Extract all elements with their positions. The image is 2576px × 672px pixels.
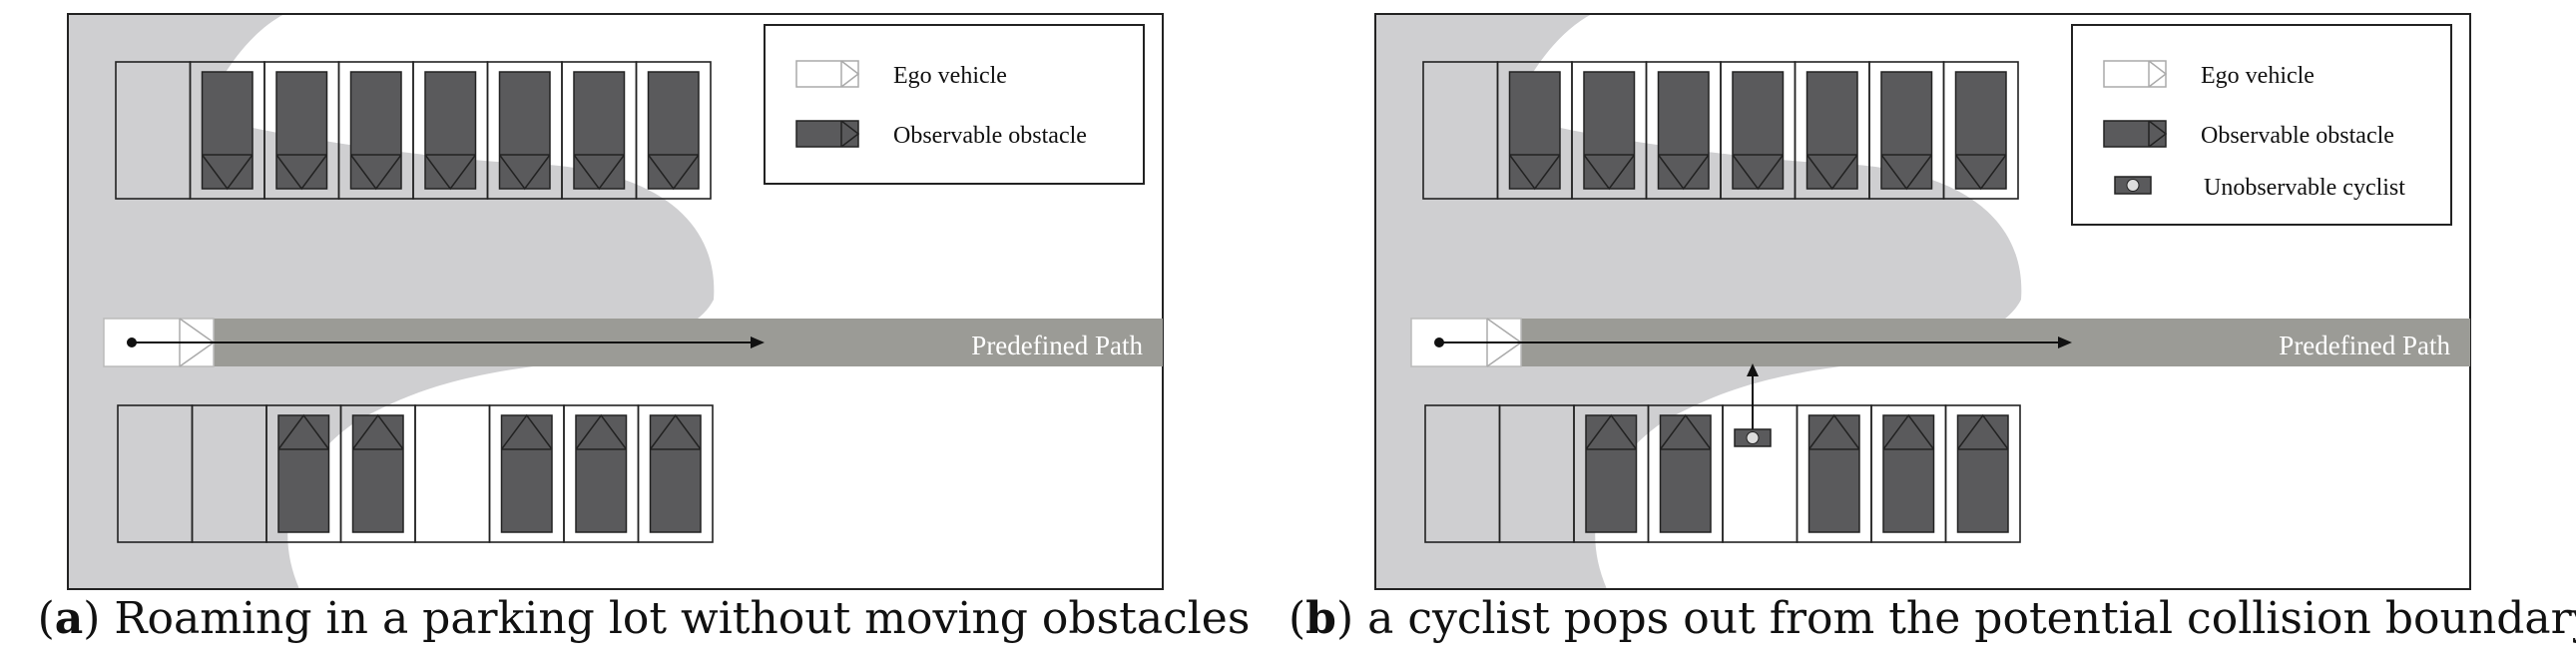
parked-car — [1583, 71, 1636, 191]
parking-slot — [414, 404, 491, 543]
parked-car — [201, 71, 254, 191]
parked-car — [1807, 413, 1860, 533]
parking-row-top — [1422, 61, 2019, 200]
legend-obstacle-label: Observable obstacle — [2201, 123, 2394, 149]
parking-row-top — [115, 61, 712, 200]
caption-b: (b) a cyclist pops out from the potentia… — [1288, 593, 2576, 644]
diagram-frame — [67, 13, 1164, 590]
legend-obstacle-label: Observable obstacle — [893, 123, 1087, 149]
caption-text: Roaming in a parking lot without moving … — [114, 593, 1251, 644]
parked-car — [1956, 413, 2009, 533]
cyclist-emerging-arrow — [1747, 363, 1759, 429]
panel-b: Predefined Path Ego v — [1288, 0, 2576, 672]
parked-car — [275, 71, 328, 191]
parked-car — [1508, 71, 1561, 191]
parked-car — [349, 71, 402, 191]
legend-box: Ego vehicle Observable obstacle Unobserv… — [2071, 24, 2452, 226]
legend-obstacle-icon — [795, 120, 860, 148]
diagram-b: Predefined Path Ego v — [1374, 13, 2471, 590]
parked-car — [647, 71, 700, 191]
parking-row-bottom — [117, 404, 714, 543]
parked-car — [1732, 71, 1785, 191]
parking-slot — [1944, 404, 2021, 543]
parked-car — [575, 413, 628, 533]
parked-car — [1805, 71, 1858, 191]
legend-ego-label: Ego vehicle — [2201, 63, 2315, 89]
caption-a: (a) Roaming in a parking lot without mov… — [37, 593, 1251, 644]
parked-car — [1882, 413, 1935, 533]
caption-letter: a — [54, 593, 84, 644]
legend-obstacle-icon — [2103, 120, 2168, 148]
caption-text: a cyclist pops out from the potential co… — [1367, 593, 2576, 644]
parked-car — [649, 413, 702, 533]
cyclist-icon — [1734, 428, 1772, 447]
trajectory-arrow — [1434, 336, 2072, 348]
legend-cyclist-label: Unobservable cyclist — [2204, 175, 2405, 201]
parked-car — [1585, 413, 1638, 533]
parked-car — [1880, 71, 1933, 191]
trajectory-arrow — [127, 336, 765, 348]
panel-a: Predefined Path Ego vehicle — [37, 13, 1251, 644]
legend-ego-icon — [2103, 60, 2168, 88]
parking-slot — [635, 61, 712, 200]
caption-letter: b — [1305, 593, 1336, 644]
path-label: Predefined Path — [2279, 331, 2450, 360]
parked-car — [1659, 413, 1712, 533]
parked-car — [498, 71, 551, 191]
parking-row-bottom — [1424, 404, 2021, 543]
parked-car — [573, 71, 626, 191]
legend-box: Ego vehicle Observable obstacle — [764, 24, 1145, 185]
legend-cyclist-icon — [2114, 176, 2152, 195]
parking-slot — [1722, 404, 1799, 543]
parked-car — [500, 413, 553, 533]
parked-car — [424, 71, 477, 191]
diagram-a: Predefined Path Ego vehicle — [67, 13, 1164, 590]
path-label: Predefined Path — [971, 331, 1143, 360]
parked-car — [277, 413, 330, 533]
parking-slot — [637, 404, 714, 543]
legend-ego-icon — [795, 60, 860, 88]
diagram-frame — [1374, 13, 2471, 590]
parking-slot — [1942, 61, 2019, 200]
legend-ego-label: Ego vehicle — [893, 63, 1007, 89]
parked-car — [351, 413, 404, 533]
parked-car — [1657, 71, 1710, 191]
parked-car — [1954, 71, 2007, 191]
